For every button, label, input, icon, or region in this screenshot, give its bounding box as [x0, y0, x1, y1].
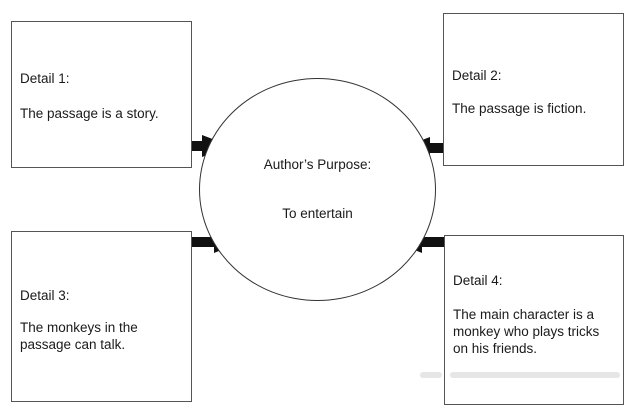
center-title: Author’s Purpose:: [263, 157, 372, 172]
watermark-mark: [450, 372, 620, 378]
detail-3-title: Detail 3:: [20, 288, 70, 303]
detail-box-3: Detail 3: The monkeys in the passage can…: [11, 231, 192, 402]
center-purpose: To entertain: [282, 206, 353, 221]
detail-1-text: The passage is a story.: [20, 106, 159, 121]
central-circle: [199, 78, 436, 301]
detail-3-text: The monkeys in the passage can talk.: [20, 320, 138, 352]
watermark-mark: [420, 372, 442, 378]
detail-4-title: Detail 4:: [453, 273, 503, 288]
detail-1-title: Detail 1:: [20, 71, 70, 86]
detail-2-text: The passage is fiction.: [452, 101, 587, 116]
detail-box-2: Detail 2: The passage is fiction.: [443, 13, 624, 166]
detail-2-title: Detail 2:: [452, 68, 502, 83]
detail-4-text: The main character is a monkey who plays…: [453, 307, 600, 356]
faded-watermark: [420, 366, 625, 384]
detail-box-1: Detail 1: The passage is a story.: [11, 21, 192, 168]
